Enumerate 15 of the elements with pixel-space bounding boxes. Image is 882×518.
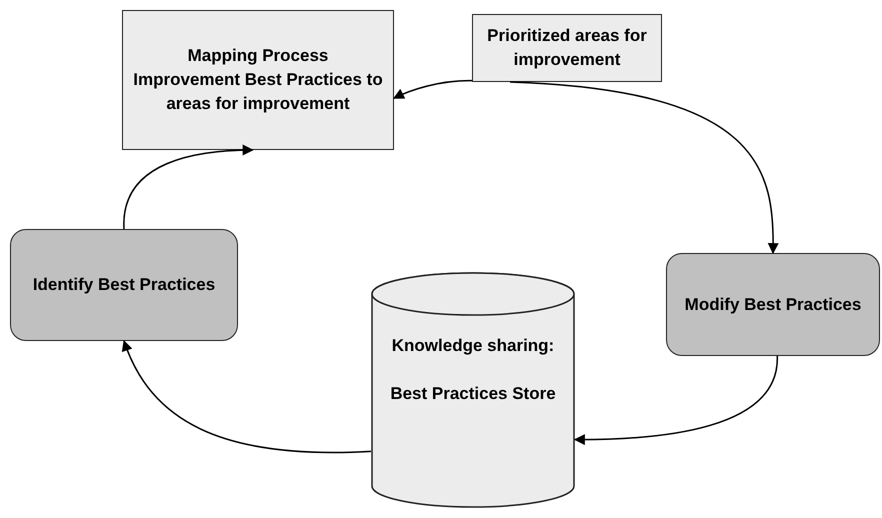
node-label: Identify Best Practices <box>32 274 216 296</box>
arrow <box>393 80 472 99</box>
node-label: Best Practices Store <box>389 383 557 405</box>
process-box <box>122 10 394 150</box>
process-box <box>472 14 662 82</box>
arrow <box>123 144 254 230</box>
arrow <box>122 340 372 454</box>
node-label: Modify Best Practices <box>684 294 862 316</box>
node-label: Mapping Process Improvement Best Practices to areas for improvement <box>132 45 384 115</box>
arrow <box>510 81 778 254</box>
process-box <box>666 253 880 356</box>
node-label: Prioritized areas for improvement <box>486 25 648 71</box>
process-box <box>10 229 238 341</box>
node-label: Knowledge sharing: <box>390 335 556 357</box>
arrow <box>574 356 778 445</box>
